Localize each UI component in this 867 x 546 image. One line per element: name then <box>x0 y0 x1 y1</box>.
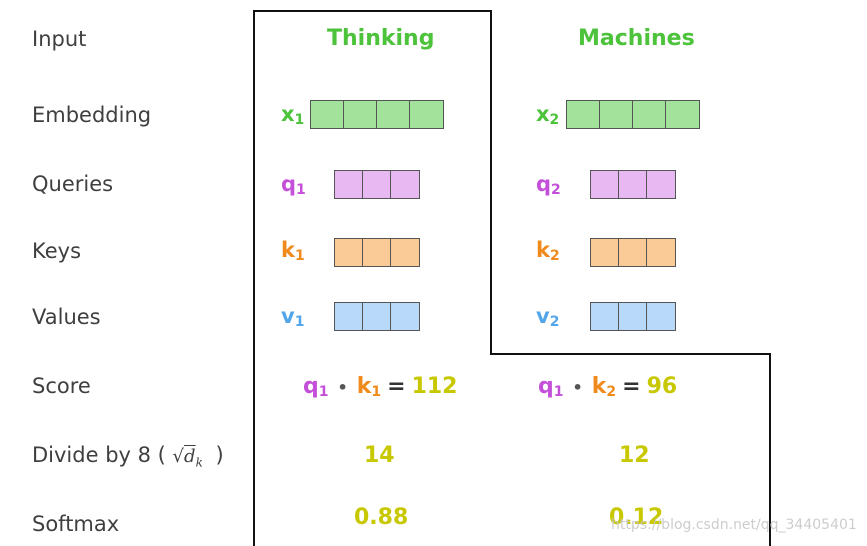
label-score: Score <box>32 374 91 398</box>
embedding-vector-x2 <box>566 100 700 129</box>
label-keys: Keys <box>32 239 82 263</box>
k2-label: k2 <box>536 238 560 264</box>
key-vector-k2 <box>590 238 676 267</box>
divide-text: Divide by 8 ( <box>32 443 166 467</box>
query-vector-q2 <box>590 170 676 199</box>
embedding-vector-x1 <box>310 100 444 129</box>
k1-label: k1 <box>281 238 305 264</box>
softmax-value-2: 0.12 <box>609 505 664 530</box>
q2-label: q2 <box>536 172 561 198</box>
label-divide: Divide by 8 ( √dk ) <box>32 445 224 469</box>
softmax-value-1: 0.88 <box>354 505 409 530</box>
x1-label: x1 <box>281 102 305 128</box>
divide-close: ) <box>215 443 224 467</box>
q1-label: q1 <box>281 172 306 198</box>
square-root-symbol-icon: √dk <box>172 446 203 470</box>
divided-value-1: 14 <box>364 443 395 468</box>
score-expression-2: q1 • k2 = 96 <box>538 374 678 400</box>
x2-label: x2 <box>536 102 560 128</box>
word-machines: Machines <box>578 26 695 51</box>
label-softmax: Softmax <box>32 512 120 536</box>
score-expression-1: q1 • k1 = 112 <box>303 374 458 400</box>
query-vector-q1 <box>334 170 420 199</box>
value-vector-v1 <box>334 302 420 331</box>
label-input: Input <box>32 27 87 51</box>
label-queries: Queries <box>32 172 114 196</box>
divided-value-2: 12 <box>619 443 650 468</box>
watermark: https://blog.csdn.net/qq_34405401 <box>611 517 857 533</box>
label-values: Values <box>32 305 101 329</box>
v1-label: v1 <box>281 304 305 330</box>
key-vector-k1 <box>334 238 420 267</box>
value-vector-v2 <box>590 302 676 331</box>
label-embedding: Embedding <box>32 103 152 127</box>
word-thinking: Thinking <box>327 26 435 51</box>
v2-label: v2 <box>536 304 560 330</box>
